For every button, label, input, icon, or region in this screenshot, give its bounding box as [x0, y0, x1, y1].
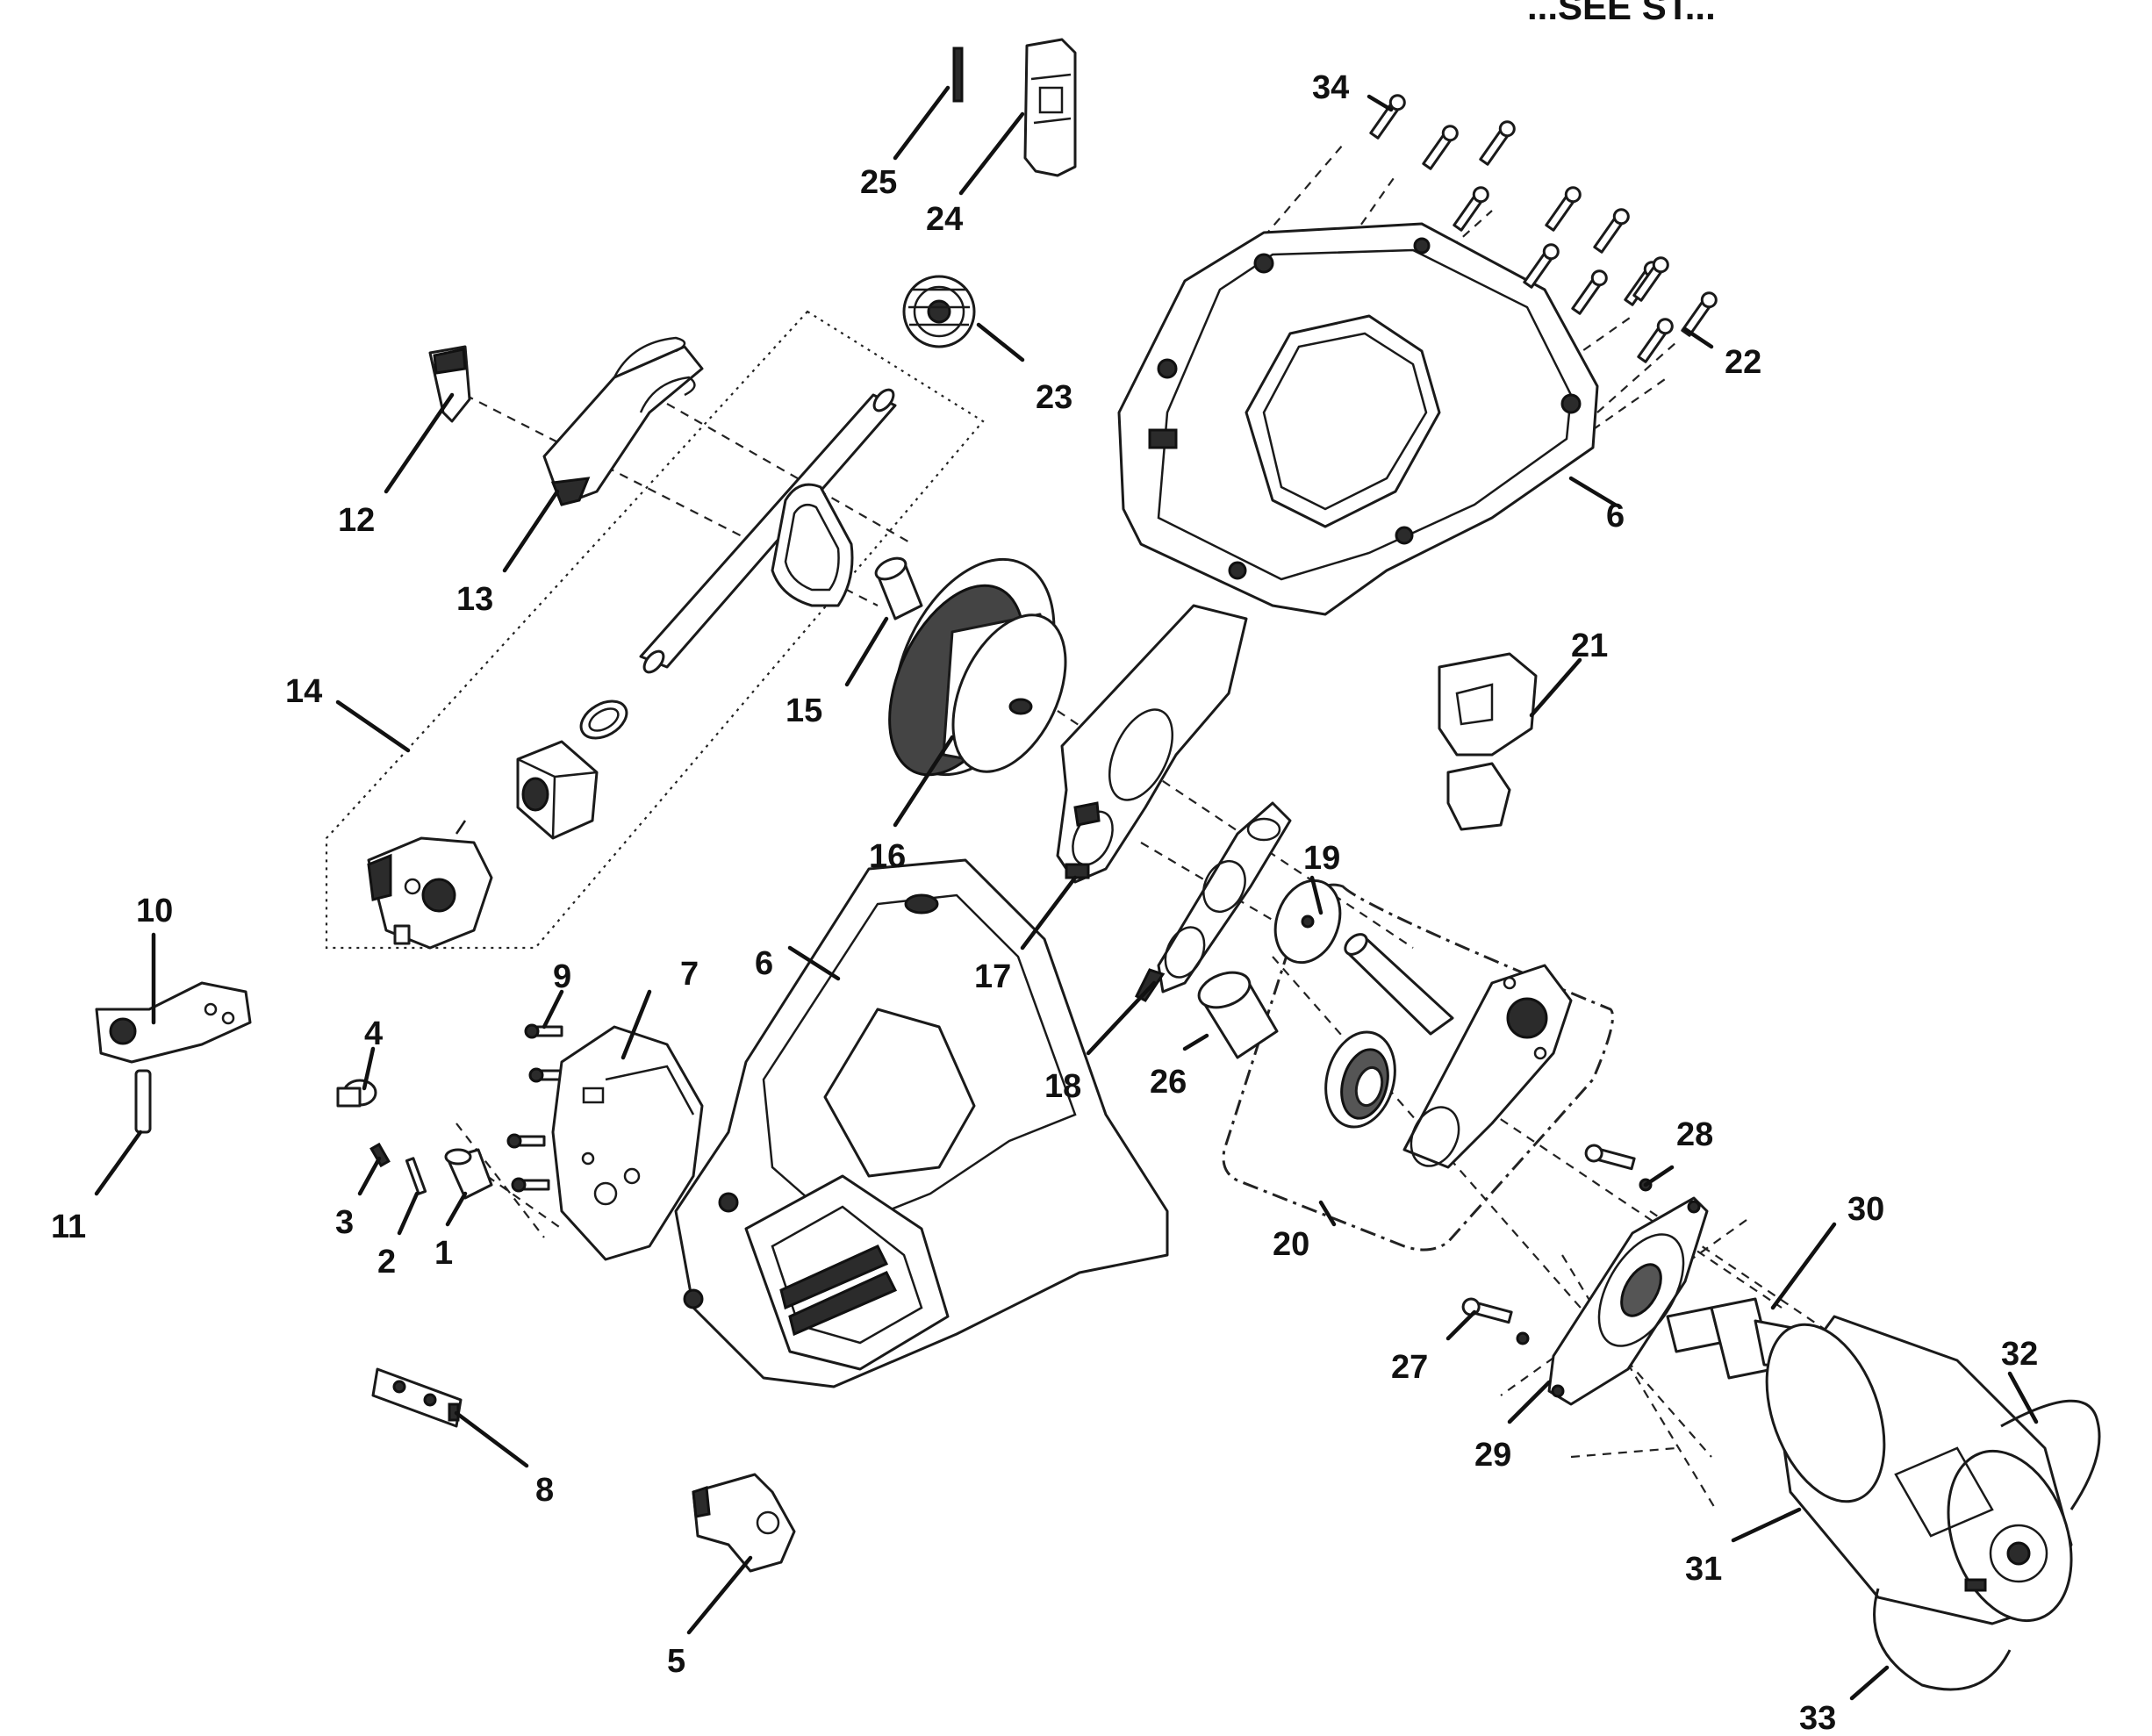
part-14-guide: [771, 483, 854, 607]
label-16: 16: [869, 838, 906, 875]
part-2-pin: [405, 1157, 427, 1195]
part-21-trigger: [1438, 652, 1538, 831]
label-4: 4: [364, 1015, 383, 1052]
part-6-housing-bottom: [674, 858, 1169, 1388]
label-11: 11: [51, 1209, 86, 1245]
label-15: 15: [785, 692, 822, 729]
part-13-bracket: [542, 336, 704, 506]
label-25: 25: [860, 164, 897, 201]
part-33-clip: [1873, 1588, 2012, 1691]
label-9: 9: [553, 958, 571, 995]
label-18: 18: [1044, 1068, 1081, 1105]
part-20-bearing: [1324, 1030, 1396, 1129]
leader-lines: [94, 85, 2039, 1701]
part-10-lever: [95, 981, 252, 1064]
label-8: 8: [535, 1472, 554, 1509]
part-20-arm: [1402, 964, 1573, 1169]
label-6b: 6: [755, 945, 773, 982]
part-25-pin: [952, 47, 964, 103]
part-14-rod: [639, 388, 897, 674]
label-29: 29: [1474, 1437, 1511, 1474]
label-13: 13: [456, 581, 493, 618]
part-8-plate: [371, 1367, 463, 1428]
label-30: 30: [1847, 1191, 1884, 1228]
part-1-stud: [444, 1148, 493, 1200]
part-18-gasket: [1134, 801, 1292, 1002]
label-23: 23: [1036, 379, 1072, 416]
label-19: 19: [1303, 840, 1340, 877]
label-28: 28: [1676, 1116, 1713, 1153]
label-1: 1: [434, 1235, 453, 1272]
part-4-knob: [336, 1079, 377, 1108]
label-14: 14: [285, 673, 322, 710]
label-5: 5: [667, 1643, 685, 1680]
label-10: 10: [136, 893, 173, 929]
label-21: 21: [1571, 628, 1608, 664]
label-22: 22: [1725, 344, 1761, 381]
header-text: ...SEE ST...: [1527, 0, 1716, 27]
part-14-block: [516, 740, 599, 840]
part-5-cap: [692, 1473, 796, 1573]
label-17: 17: [974, 958, 1011, 995]
label-27: 27: [1391, 1349, 1428, 1386]
label-33: 33: [1799, 1700, 1836, 1736]
part-22-screws: [1632, 256, 1718, 337]
label-2: 2: [377, 1244, 396, 1280]
part-labels: 25 24 34 23 22 12 13 6 14 15 21 16 19 17…: [51, 69, 2038, 1736]
part-29-motor-plate: [1547, 1196, 1709, 1406]
part-14-oring: [579, 699, 628, 740]
part-6-housing-top: [1117, 222, 1599, 616]
label-12: 12: [338, 502, 375, 539]
part-24-switch: [1023, 38, 1077, 177]
part-11-pin: [134, 1069, 152, 1134]
label-7: 7: [680, 956, 699, 993]
part-12-clip: [428, 345, 471, 423]
part-19-washer: [1273, 879, 1342, 965]
part-3-screw: [369, 1142, 391, 1168]
part-34-screws: [1369, 94, 1674, 363]
label-31: 31: [1685, 1551, 1722, 1588]
label-34: 34: [1312, 69, 1349, 106]
part-31-motor: [1765, 1315, 2073, 1625]
part-15-bushing: [874, 556, 923, 621]
label-3: 3: [335, 1204, 354, 1241]
label-20: 20: [1273, 1226, 1309, 1263]
part-20-pin: [1344, 933, 1454, 1036]
part-7-gear-housing: [551, 1025, 704, 1261]
part-14-cam: [367, 820, 493, 950]
label-32: 32: [2001, 1336, 2038, 1373]
part-17-yoke: [1056, 604, 1248, 884]
part-23-gear: [902, 275, 976, 348]
part-26-sleeve: [1197, 971, 1279, 1059]
part-16-large-gear: [888, 557, 1067, 777]
label-24: 24: [926, 201, 963, 238]
label-26: 26: [1150, 1064, 1187, 1101]
part-32-clip: [2000, 1399, 2101, 1510]
label-6a: 6: [1606, 498, 1625, 534]
part-27-screw: [1461, 1297, 1530, 1345]
part-9-screws: [506, 1023, 568, 1193]
